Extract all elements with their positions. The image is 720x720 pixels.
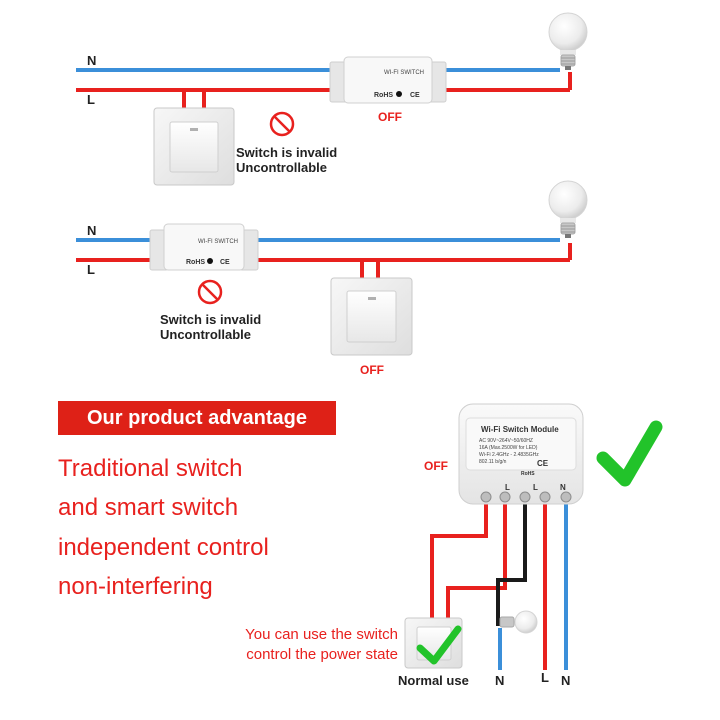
status-off: OFF: [424, 459, 448, 473]
smart-switch-device: WI-FI SWITCH RoHS CE: [329, 56, 447, 104]
load-wire: [496, 500, 527, 626]
live-wire: [430, 500, 488, 622]
advantage-banner-text: Our product advantage: [86, 406, 308, 429]
status-led: [396, 91, 402, 97]
prohibited-icon: [269, 111, 295, 137]
wall-switch-icon: [330, 277, 413, 356]
wire-label-n: N: [87, 223, 97, 238]
ce-mark: CE: [537, 459, 549, 468]
advantage-line-1: Traditional switch: [58, 455, 243, 482]
device-label: WI-FI SWITCH: [384, 70, 424, 76]
wire-label-n: N: [561, 673, 571, 688]
switch-control-note: You can use the switch control the power…: [200, 625, 398, 665]
invalid-line-2: Uncontrollable: [160, 327, 252, 342]
wall-switch-icon: [153, 107, 235, 186]
rohs-mark: RoHS: [186, 259, 205, 266]
terminal-label: L: [533, 483, 538, 492]
module-spec-current: 16A (Max.2500W for LED): [479, 445, 538, 451]
terminal-screws: [480, 491, 572, 503]
rohs-mark: RoHS: [521, 471, 535, 477]
advantage-line-2: and smart switch: [58, 494, 239, 521]
terminal-label: L: [505, 483, 510, 492]
module-spec-wifi: Wi-Fi 2.4GHz - 2.4835GHz: [479, 452, 539, 458]
bulb-icon: [548, 180, 588, 238]
wire-label-l: L: [87, 92, 95, 107]
wire-label-l: L: [87, 262, 95, 277]
note-line-1: You can use the switch: [245, 626, 398, 643]
wire-label-l: L: [541, 670, 549, 685]
status-led: [207, 258, 213, 264]
device-label: WI-FI SWITCH: [198, 239, 238, 245]
prohibited-icon: [197, 279, 223, 305]
diagram-3: Wi-Fi Switch Module AC 90V~264V~50/60HZ …: [404, 403, 663, 670]
ce-mark: CE: [220, 259, 230, 266]
smart-switch-device: WI-FI SWITCH RoHS CE: [149, 223, 259, 271]
wire-label-n: N: [87, 53, 97, 68]
invalid-note: Switch is invalid Uncontrollable: [236, 145, 337, 175]
diagram-1: WI-FI SWITCH RoHS CE: [76, 12, 588, 186]
terminal-label: N: [560, 483, 566, 492]
module-spec-protocol: 802.11 b/g/n: [479, 459, 507, 465]
check-icon: [416, 625, 462, 665]
invalid-line-1: Switch is invalid: [236, 145, 338, 160]
rohs-mark: RoHS: [374, 92, 393, 99]
note-line-2: control the power state: [246, 646, 398, 663]
invalid-line-2: Uncontrollable: [236, 160, 328, 175]
advantage-line-3: independent control: [58, 534, 269, 561]
wire-label-n: N: [495, 673, 505, 688]
invalid-note: Switch is invalid Uncontrollable: [160, 312, 261, 342]
wifi-switch-module: Wi-Fi Switch Module AC 90V~264V~50/60HZ …: [458, 403, 584, 505]
module-title: Wi-Fi Switch Module: [481, 425, 559, 434]
check-icon: [596, 420, 663, 487]
advantage-banner: Our product advantage: [58, 401, 336, 435]
bulb-icon: [548, 12, 588, 70]
ce-mark: CE: [410, 92, 420, 99]
status-off: OFF: [378, 110, 402, 124]
invalid-line-1: Switch is invalid: [160, 312, 262, 327]
normal-use-label: Normal use: [398, 673, 469, 688]
bulb-icon: [499, 610, 538, 634]
status-off: OFF: [360, 363, 384, 377]
diagram-2: WI-FI SWITCH RoHS CE: [76, 180, 588, 356]
module-spec-voltage: AC 90V~264V~50/60HZ: [479, 438, 533, 444]
advantage-line-4: non-interfering: [58, 573, 213, 600]
